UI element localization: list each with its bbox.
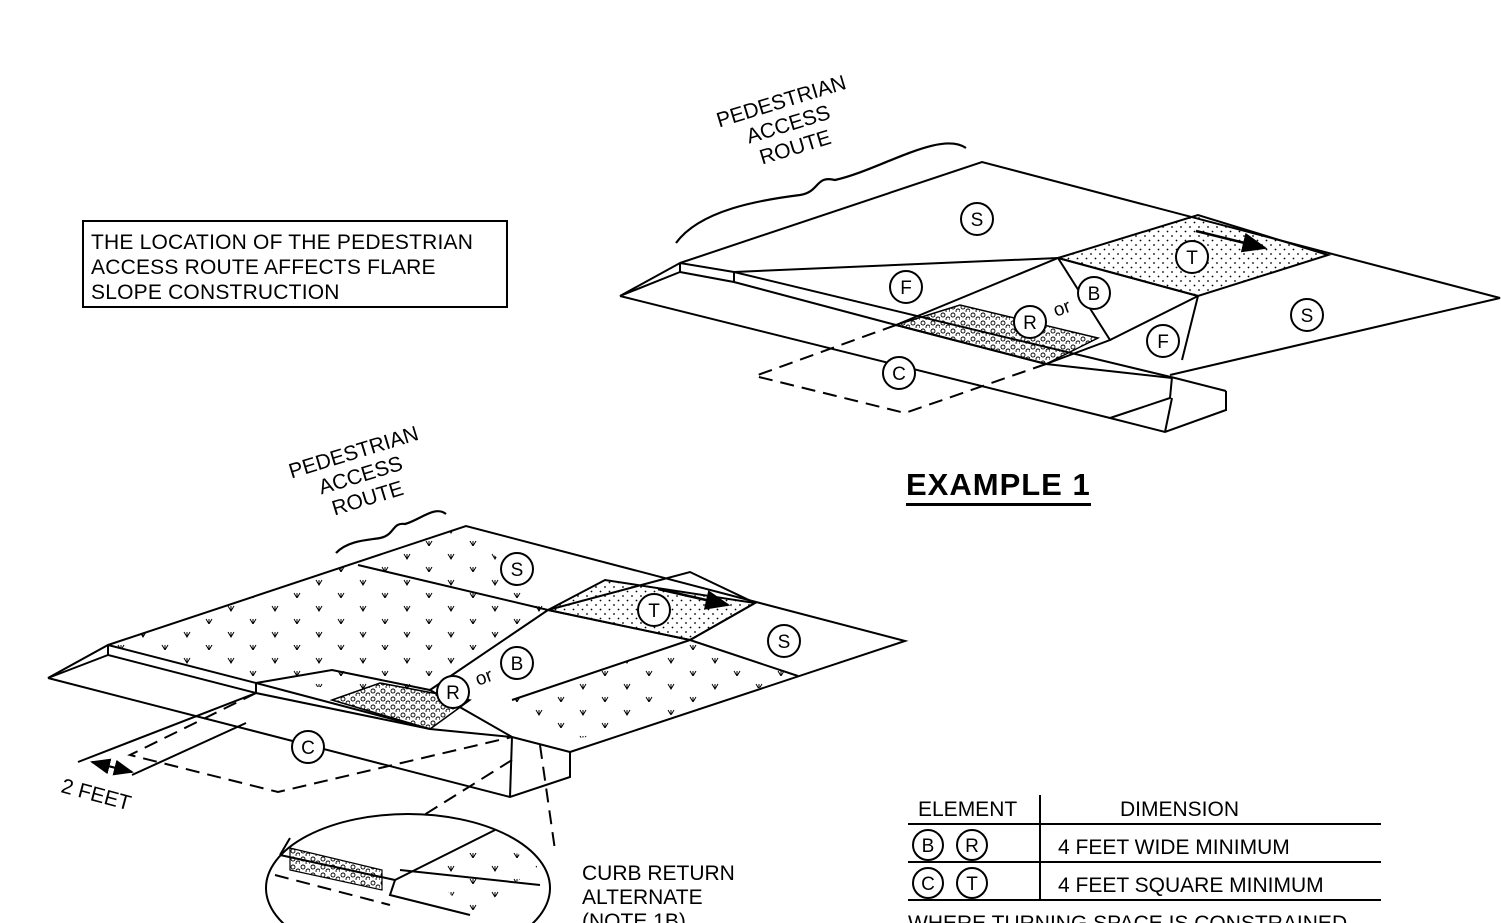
table-footnote: WHERE TURNING SPACE IS CONSTRAINED <box>908 912 1347 923</box>
example-1-diagram <box>619 142 1501 434</box>
curb-return-callout: CURB RETURN ALTERNATE (NOTE 1B) <box>582 862 735 923</box>
table-row-1: B R 4 FEET WIDE MINIMUM <box>912 829 1290 861</box>
marker-c-2: C <box>291 730 325 764</box>
note-line-3: SLOPE CONSTRUCTION <box>91 281 340 304</box>
svg-text:F: F <box>1157 332 1169 353</box>
callout-line-3: (NOTE 1B) <box>582 910 686 923</box>
note-box: THE LOCATION OF THE PEDESTRIAN ACCESS RO… <box>82 220 508 308</box>
marker-t-1: T <box>1175 240 1209 274</box>
marker-t-2: T <box>637 593 671 627</box>
svg-text:T: T <box>648 601 660 622</box>
marker-f-2: F <box>1146 324 1180 358</box>
row1-value: 4 FEET WIDE MINIMUM <box>1058 836 1290 859</box>
dimension-table <box>908 795 1381 901</box>
svg-text:S: S <box>1301 306 1314 327</box>
row2-symbol-c: C <box>921 874 935 895</box>
row1-symbol-b: B <box>922 836 935 857</box>
marker-s-3: S <box>500 552 534 586</box>
svg-text:B: B <box>1088 284 1101 305</box>
marker-s-2: S <box>1290 298 1324 332</box>
marker-r-2: R <box>436 675 470 709</box>
example-1-par-label: PEDESTRIAN ACCESS ROUTE <box>714 71 849 169</box>
marker-r-1: R <box>1013 305 1047 339</box>
svg-text:C: C <box>892 364 906 385</box>
or-label-1: or <box>1051 296 1075 322</box>
svg-text:F: F <box>900 278 912 299</box>
example-1-markers: S T S F F R or B C <box>882 202 1324 390</box>
table-header-dimension: DIMENSION <box>1120 798 1239 821</box>
svg-text:R: R <box>446 683 460 704</box>
svg-text:T: T <box>1186 248 1198 269</box>
marker-b-1: B <box>1077 276 1111 310</box>
svg-text:B: B <box>511 654 524 675</box>
svg-text:S: S <box>778 632 791 653</box>
example-2-par-label: PEDESTRIAN ACCESS ROUTE <box>286 422 421 520</box>
detail-bubble <box>265 813 551 923</box>
example-2-markers: S T S R or B C <box>291 552 801 764</box>
marker-f-1: F <box>889 270 923 304</box>
svg-text:R: R <box>1023 313 1037 334</box>
svg-text:S: S <box>511 560 524 581</box>
marker-c-1: C <box>882 356 916 390</box>
callout-line-1: CURB RETURN <box>582 862 735 885</box>
marker-s-4: S <box>767 624 801 658</box>
row2-value: 4 FEET SQUARE MINIMUM <box>1058 874 1324 897</box>
svg-text:S: S <box>971 210 984 231</box>
example-1-title: EXAMPLE 1 <box>906 468 1091 506</box>
row1-symbol-r: R <box>965 836 979 857</box>
table-row-2: C T 4 FEET SQUARE MINIMUM <box>912 867 1324 899</box>
row2-symbol-t: T <box>966 874 978 895</box>
dimension-label: 2 FEET <box>59 775 134 816</box>
callout-line-2: ALTERNATE <box>582 886 703 909</box>
table-header-element: ELEMENT <box>918 798 1017 821</box>
marker-b-2: B <box>500 646 534 680</box>
svg-text:C: C <box>301 738 315 759</box>
or-label-2: or <box>473 665 497 691</box>
note-line-2: ACCESS ROUTE AFFECTS FLARE <box>91 256 436 279</box>
marker-s-1: S <box>960 202 994 236</box>
example-2-diagram <box>47 510 909 881</box>
note-line-1: THE LOCATION OF THE PEDESTRIAN <box>91 231 474 254</box>
